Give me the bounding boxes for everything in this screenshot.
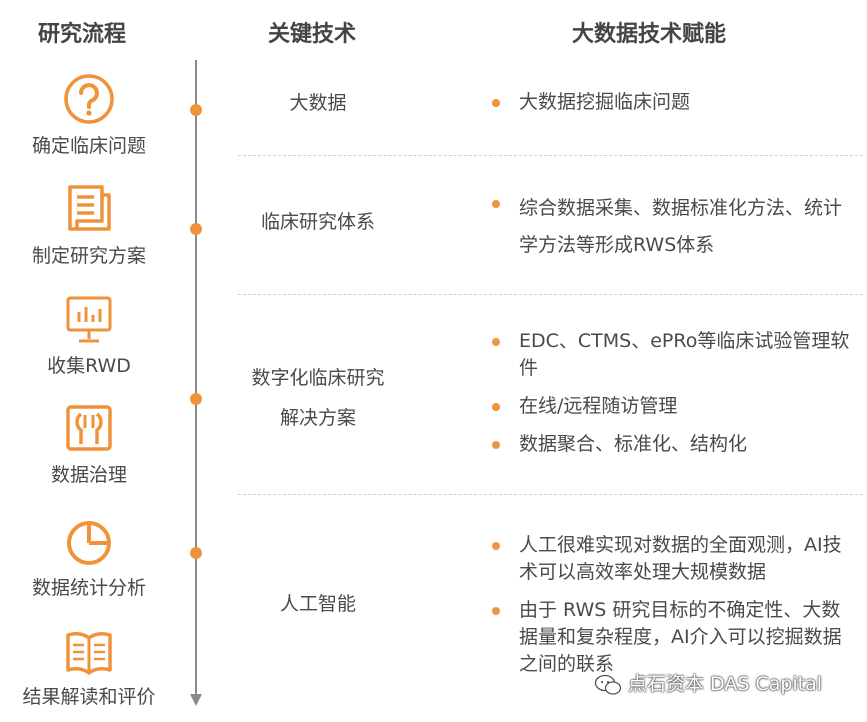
header-key-tech: 关键技术 [268, 22, 357, 47]
header-process: 研究流程 [38, 22, 127, 47]
step-label: 确定临床问题 [31, 135, 146, 157]
bullet-item: 综合数据采集、数据标准化方法、统计学方法等形成RWS体系 [490, 190, 855, 264]
tech-clinical-system: 临床研究体系 [260, 211, 375, 233]
bullets-row-4: 人工很难实现对数据的全面观测，AI技术可以高效率处理大规模数据 由于 RWS 研… [490, 532, 855, 689]
timeline-dot [190, 393, 202, 405]
row-divider [238, 494, 863, 495]
wechat-icon [594, 674, 622, 695]
tech-line: 数字化临床研究 [251, 367, 385, 389]
step-label: 数据统计分析 [31, 577, 146, 599]
timeline-dot [190, 104, 202, 116]
step-label: 制定研究方案 [31, 245, 146, 267]
step-data-governance: 数据治理 [0, 404, 178, 487]
tool-icon [66, 405, 112, 451]
bullet-item: 大数据挖掘临床问题 [490, 89, 855, 116]
row-divider [238, 155, 863, 156]
timeline-arrow-icon [190, 694, 202, 706]
watermark-text: 点石资本 DAS Capital [628, 673, 823, 695]
tech-digital-solution: 数字化临床研究 解决方案 [220, 358, 416, 438]
bullet-item: 人工很难实现对数据的全面观测，AI技术可以高效率处理大规模数据 [490, 532, 855, 586]
bullet-item: 由于 RWS 研究目标的不确定性、大数据量和复杂程度，AI介入可以挖掘数据之间的… [490, 597, 855, 678]
row-divider [238, 294, 863, 295]
timeline-dot [190, 223, 202, 235]
tech-line: 解决方案 [279, 407, 356, 429]
step-statistical-analysis: 数据统计分析 [0, 517, 178, 600]
open-book-icon [66, 632, 112, 675]
header-empowerment: 大数据技术赋能 [572, 22, 727, 47]
timeline-dot [190, 547, 202, 559]
step-collect-rwd: 收集RWD [0, 295, 178, 378]
bullets-row-2: 综合数据采集、数据标准化方法、统计学方法等形成RWS体系 [490, 190, 855, 275]
step-interpretation: 结果解读和评价 [0, 628, 178, 709]
bullets-row-3: EDC、CTMS、ePRo等临床试验管理软件 在线/远程随访管理 数据聚合、标准… [490, 328, 855, 469]
step-make-plan: 制定研究方案 [0, 183, 178, 268]
watermark: 点石资本 DAS Capital [594, 669, 822, 696]
monitor-chart-icon [66, 296, 112, 343]
step-label: 收集RWD [47, 355, 131, 377]
step-label: 数据治理 [50, 464, 127, 486]
tech-big-data: 大数据 [289, 92, 347, 114]
bullet-item: EDC、CTMS、ePRo等临床试验管理软件 [490, 328, 855, 382]
bullets-row-1: 大数据挖掘临床问题 [490, 89, 855, 127]
document-icon [68, 185, 111, 231]
bullet-item: 在线/远程随访管理 [490, 393, 855, 420]
step-label: 结果解读和评价 [22, 686, 156, 708]
tech-ai: 人工智能 [279, 593, 356, 615]
pie-chart-icon [67, 521, 111, 565]
bullet-item: 数据聚合、标准化、结构化 [490, 431, 855, 458]
question-icon [64, 74, 114, 124]
step-define-question: 确定临床问题 [0, 73, 178, 158]
timeline-line [195, 60, 197, 700]
